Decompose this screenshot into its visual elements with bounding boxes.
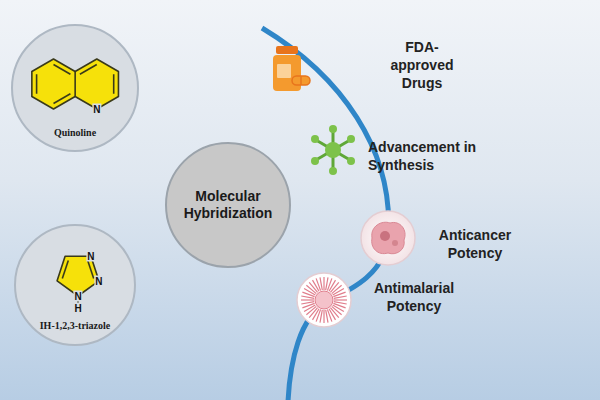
atom-symbol: N: [73, 291, 82, 302]
molecule-icon: [311, 125, 355, 175]
triazole-structure: [57, 256, 99, 303]
atom-symbol: N: [86, 251, 95, 262]
molecule-name: IH-1,2,3-triazole: [40, 320, 111, 332]
stage-label: Anticancer Potency: [422, 226, 528, 262]
hybridization-circle: Molecular Hybridization: [166, 143, 290, 267]
quinoline-structure: [32, 59, 119, 109]
atom-symbol: N: [94, 275, 103, 286]
molecule-circle: IH-1,2,3-triazole: [15, 225, 135, 345]
stage-label: FDA- approved Drugs: [372, 38, 472, 92]
node-title: Molecular Hybridization: [176, 188, 280, 222]
stage-label: Advancement in Synthesis: [368, 138, 500, 174]
cancer-cell-icon: [361, 211, 415, 265]
molecule-name: Quinoline: [54, 127, 96, 139]
atom-symbol: N: [92, 104, 101, 115]
blue-arc: [262, 28, 389, 400]
stage-label: Antimalarial Potency: [358, 279, 470, 315]
malaria-parasite-icon: [297, 273, 351, 327]
quinoline-circle-outline: [12, 25, 138, 151]
molecule-circle: Quinoline: [12, 25, 138, 151]
hybridization-circle-outline: [166, 143, 290, 267]
triazole-circle-outline: [15, 225, 135, 345]
atom-symbol: H: [73, 303, 82, 314]
pill-bottle-icon: [273, 46, 310, 91]
